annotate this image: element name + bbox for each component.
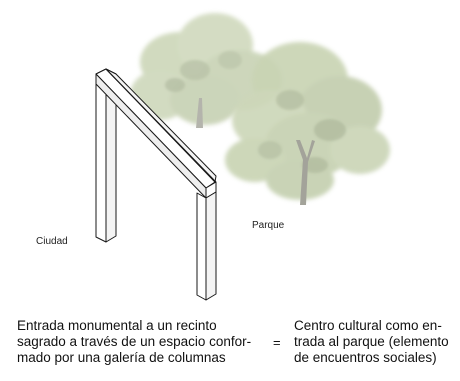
top-beam — [95, 68, 217, 199]
caption-left-line: sagrado a través de un espacio confor- — [17, 334, 252, 350]
tree-right-trunk — [296, 140, 315, 205]
gateway-structure — [95, 68, 217, 301]
right-pillar — [196, 191, 217, 301]
caption-left: Entrada monumental a un recinto sagrado … — [17, 318, 251, 367]
caption-right-line: de encuentros sociales) — [294, 350, 437, 366]
caption-right: Centro cultural como en- trada al parque… — [294, 318, 449, 367]
city-label: Ciudad — [36, 236, 68, 247]
caption-left-line: Entrada monumental a un recinto — [17, 318, 217, 333]
equals-sign: = — [273, 335, 281, 350]
tree-right — [225, 42, 390, 205]
caption-left-line: mado por una galería de columnas — [17, 350, 226, 366]
park-trees — [130, 13, 390, 205]
caption-right-line: trada al parque (elemento — [294, 334, 449, 350]
park-label: Parque — [252, 220, 285, 231]
caption-right-line: Centro cultural como en- — [294, 318, 442, 333]
